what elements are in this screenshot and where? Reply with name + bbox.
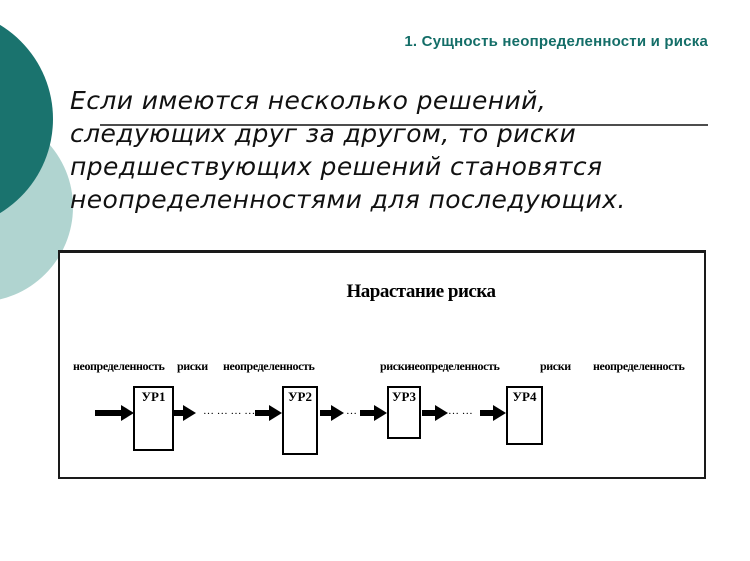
- arrow-shaft: [320, 410, 331, 416]
- decision-box-label: УР2: [288, 389, 312, 404]
- seq-label-2: риски: [177, 359, 208, 373]
- seq-label-3: неопределенность: [223, 359, 315, 373]
- dotted-connector-3: … …: [448, 405, 473, 417]
- body-text: Если имеются несколько решений, следующи…: [70, 84, 720, 216]
- seq-label-4: риски: [380, 359, 411, 373]
- decision-box-label: УР1: [141, 389, 166, 404]
- arrow-head-icon: [493, 405, 506, 421]
- decision-box-ur1: УР1: [133, 386, 174, 451]
- arrow-head-icon: [331, 405, 344, 421]
- diagram-canvas: Нарастание риска неопределенность риски …: [60, 253, 704, 477]
- arrow-head-icon: [269, 405, 282, 421]
- body-line-2: следующих друг за другом, то риски: [70, 119, 577, 148]
- decision-box-ur4: УР4: [506, 386, 543, 445]
- arrow-out-ur1: [174, 405, 196, 421]
- arrow-into-ur1: [95, 405, 134, 421]
- arrow-shaft: [174, 410, 183, 416]
- body-line-1: Если имеются несколько решений,: [70, 86, 547, 115]
- body-underline-rule: [100, 124, 708, 126]
- seq-label-1: неопределенность: [73, 359, 165, 373]
- decision-box-label: УР4: [512, 389, 537, 404]
- dotted-connector-2: …: [346, 405, 357, 417]
- arrow-shaft: [360, 410, 374, 416]
- decision-box-ur2: УР2: [282, 386, 318, 455]
- arrow-out-ur3: [422, 405, 448, 421]
- dotted-connector-1: … … … …: [203, 405, 256, 417]
- seq-label-7: неопределенность: [593, 359, 685, 373]
- arrow-shaft: [422, 410, 435, 416]
- body-line-4: неопределенностями для последующих.: [70, 185, 626, 214]
- arrow-shaft: [255, 410, 269, 416]
- arrow-head-icon: [374, 405, 387, 421]
- slide-heading: 1. Сущность неопределенности и риска: [404, 33, 708, 50]
- seq-label-6: риски: [540, 359, 571, 373]
- decision-box-ur3: УР3: [387, 386, 421, 439]
- decision-box-label: УР3: [392, 389, 416, 404]
- diagram-title: Нарастание риска: [346, 281, 496, 302]
- seq-label-5: неопределенность: [408, 359, 500, 373]
- arrow-head-icon: [121, 405, 134, 421]
- arrow-head-icon: [435, 405, 448, 421]
- arrow-into-ur2: [255, 405, 282, 421]
- arrow-into-ur4: [480, 405, 506, 421]
- diagram-frame: Нарастание риска неопределенность риски …: [58, 250, 706, 479]
- arrow-head-icon: [183, 405, 196, 421]
- arrow-out-ur2: [320, 405, 344, 421]
- body-line-3: предшествующих решений становятся: [70, 152, 603, 181]
- arrow-shaft: [480, 410, 493, 416]
- arrow-shaft: [95, 410, 121, 416]
- arrow-into-ur3: [360, 405, 387, 421]
